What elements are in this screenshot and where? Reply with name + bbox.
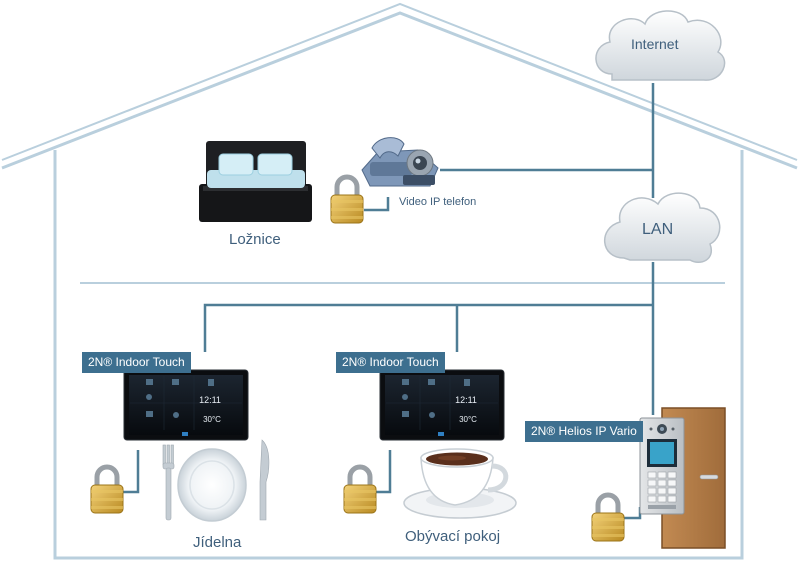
bed-icon: [199, 141, 312, 222]
helios-tag: 2N® Helios IP Vario: [525, 421, 643, 442]
coffee-cup-icon: [403, 448, 517, 519]
network-wires: [120, 83, 655, 520]
plate-cutlery-icon: [162, 439, 270, 522]
internet-cloud: [595, 10, 726, 81]
video-phone-label: Video IP telefon: [399, 196, 477, 208]
living-room-label: Obývací pokoj: [405, 528, 501, 545]
bedroom-label: Ložnice: [229, 231, 281, 248]
indoor-touch-tag-dining: 2N® Indoor Touch: [82, 352, 191, 373]
screen-time-2: 12:11: [455, 395, 477, 405]
lock-icon-dining: [91, 467, 123, 513]
screen-time-1: 12:11: [199, 395, 221, 405]
screen-temp-1: 30°C: [203, 415, 221, 424]
lan-cloud: [603, 192, 721, 264]
indoor-touch-panel-dining: [123, 369, 249, 441]
internet-label: Internet: [631, 36, 679, 52]
lock-icon-living: [344, 467, 376, 513]
helios-intercom-icon: [639, 417, 685, 515]
video-phone-icon: [361, 137, 439, 187]
screen-temp-2: 30°C: [459, 415, 477, 424]
dining-room-label: Jídelna: [193, 534, 242, 551]
indoor-touch-tag-living: 2N® Indoor Touch: [336, 352, 445, 373]
lock-icon-phone: [331, 177, 363, 223]
lock-icon-entrance: [592, 495, 624, 541]
lan-label: LAN: [642, 221, 674, 238]
indoor-touch-panel-living: [379, 369, 505, 441]
